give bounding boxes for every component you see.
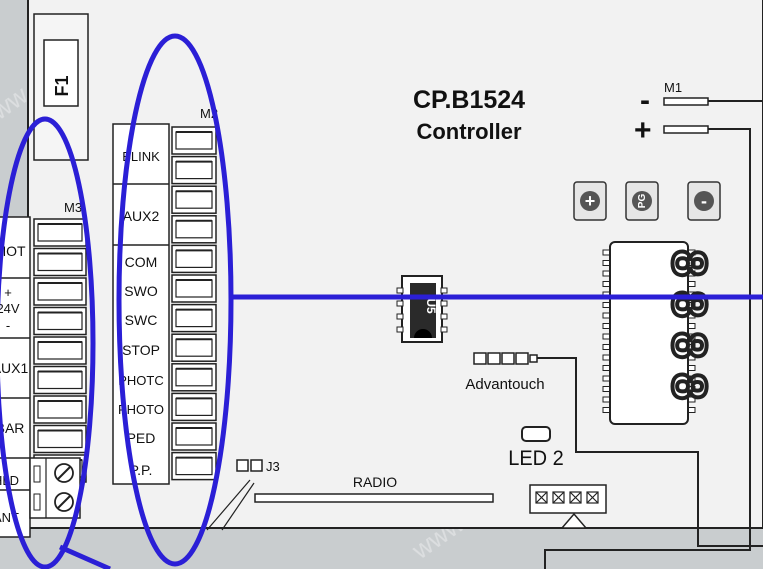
radio-module: RADIO [254, 474, 494, 503]
connector-m3: M3 MOT+24V-AUX1BARHLDANT [0, 200, 87, 538]
display-digit-2: 8 [662, 291, 715, 318]
m2-screw-terminal-slot [175, 131, 213, 150]
m2-screw-terminal-slot [175, 190, 213, 209]
bottom-connector-pin-mark [586, 491, 599, 504]
m3-terminal-label: MOT [0, 243, 26, 259]
m2-terminal-label: SWC [125, 312, 158, 328]
m2-screw-terminal-slot [175, 427, 213, 446]
minus-button[interactable]: - [687, 181, 721, 221]
connector-m1: M1 - + [544, 80, 763, 569]
radio-label: RADIO [353, 474, 397, 490]
fuse-label: F1 [52, 75, 72, 96]
bottom-connector-pin-mark [535, 491, 548, 504]
bottom-connector-pins [535, 491, 599, 504]
highlight-m3-ellipse [0, 116, 96, 569]
m3-screw-terminal-slot [37, 311, 83, 331]
m3-screw-terminal-slot [37, 429, 83, 449]
m2-terminal-label: STOP [122, 342, 160, 358]
bottom-connector-pin-mark [552, 491, 565, 504]
chip-pin [440, 300, 448, 307]
chip-pin [396, 300, 404, 307]
bottom-connector [529, 484, 607, 529]
m3-terminal-label: AUX1 [0, 360, 28, 376]
minus-button-symbol: - [701, 191, 707, 211]
m2-screw-terminal-slot [175, 220, 213, 239]
jumper-label: J3 [266, 459, 280, 474]
m2-terminal-label: PHOTC [118, 373, 164, 388]
m3-screw-terminal-slot [37, 370, 83, 390]
chip-pin [396, 313, 404, 320]
m2-screw-terminal-slot [175, 368, 213, 387]
display-digit-1: 8 [662, 250, 715, 277]
display-digits: 8 8 8 8 [660, 248, 717, 402]
m2-screw-terminals [171, 126, 217, 481]
chip-u5: U5 [396, 275, 448, 343]
display-digit-4: 8 [662, 373, 715, 400]
display-digit-3: 8 [662, 332, 715, 359]
m3-screw-terminals [33, 218, 87, 483]
m2-terminal-label: COM [125, 254, 158, 270]
advantouch-label: Advantouch [465, 376, 544, 393]
seven-segment-display: 8 8 8 8 [602, 241, 717, 425]
chip-pin [396, 326, 404, 333]
m3-screw-terminal-slot [37, 400, 83, 419]
m3-terminal-label: - [6, 318, 10, 333]
m2-terminal-label: SWO [124, 283, 158, 299]
m2-screw-terminal-slot [175, 279, 213, 298]
m2-terminal-label: PED [127, 430, 156, 446]
button-row: + PG - [573, 181, 721, 221]
m2-terminal-label: AUX2 [123, 208, 160, 224]
advantouch-connector: Advantouch [465, 352, 763, 547]
jumper-j3: J3 [206, 459, 280, 531]
m3-screw-terminal-slot [37, 252, 83, 272]
plus-button[interactable]: + [573, 181, 607, 221]
m3-terminal-label: BAR [0, 420, 24, 436]
board-model: CP.B1524 [413, 86, 525, 114]
highlight-tail [58, 544, 112, 569]
fuse-f1: F1 [33, 13, 89, 161]
m3-terminal-label: + [4, 285, 12, 300]
m3-label: M3 [64, 200, 82, 215]
m3-terminal-label: 24V [0, 301, 20, 316]
m2-screw-terminal-slot [175, 161, 213, 180]
chip-pin [440, 287, 448, 294]
m1-label: M1 [664, 80, 682, 95]
m3-screw-terminal-slot [37, 223, 83, 242]
m1-plus: + [634, 114, 652, 147]
chip-label: U5 [424, 298, 438, 314]
m2-screw-terminal-slot [175, 397, 213, 416]
chip-pin [396, 287, 404, 294]
chip-pin [440, 313, 448, 320]
m2-screw-terminal-slot [175, 338, 213, 357]
chip-pins [396, 287, 448, 333]
board-subtitle: Controller [416, 119, 522, 144]
m1-minus: - [640, 84, 650, 117]
chip-pin [440, 326, 448, 333]
m2-screw-terminal-slot [175, 309, 213, 328]
m2-terminal-label: PHOTO [118, 402, 164, 417]
m3-screw-terminal-slot [37, 341, 83, 360]
highlight-m2-ellipse [116, 33, 234, 567]
pg-button-symbol: PG [637, 194, 648, 209]
highlight-overlays [0, 33, 763, 569]
led-label: LED 2 [508, 447, 564, 471]
m2-terminal-label: BLINK [122, 149, 160, 164]
m2-screw-terminal-slot [175, 457, 213, 476]
led-2: LED 2 [508, 426, 564, 471]
m3-screw-terminal-slot [37, 282, 83, 301]
pg-button[interactable]: PG [625, 181, 659, 221]
plus-button-symbol: + [585, 191, 596, 211]
m2-screw-terminal-slot [175, 249, 213, 268]
bottom-connector-pin-mark [569, 491, 582, 504]
